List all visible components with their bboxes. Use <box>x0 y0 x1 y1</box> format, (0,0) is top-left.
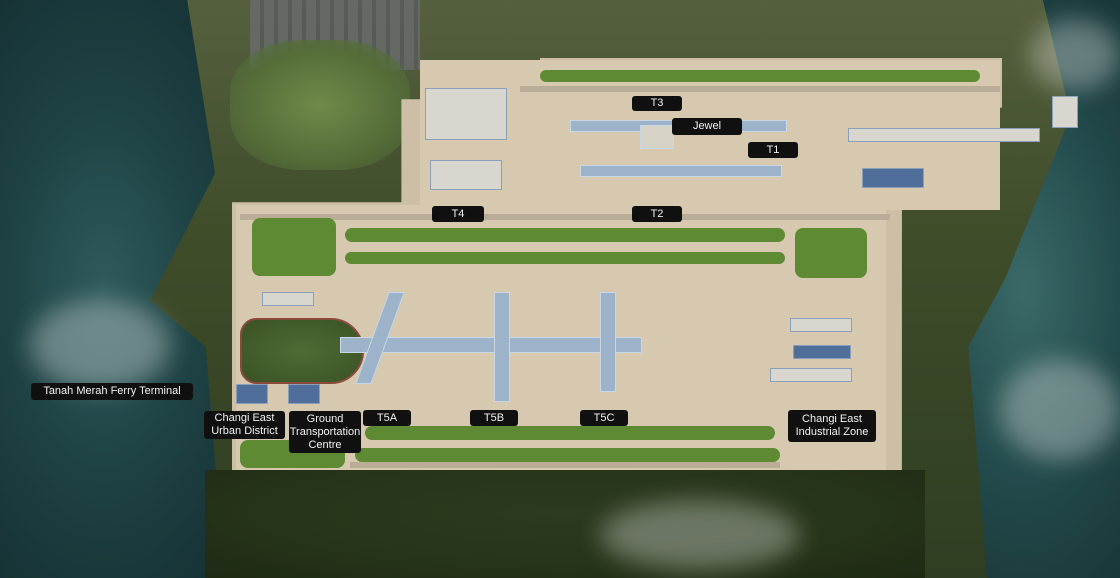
label-t5c: T5C <box>580 410 628 426</box>
label-ground-transportation-centre: Ground Transportation Centre <box>289 411 361 453</box>
terminal-4-building <box>430 160 502 190</box>
runway-south <box>350 462 780 468</box>
cloud <box>30 300 170 390</box>
t5c-pier <box>600 292 616 392</box>
t5-spine <box>340 337 642 353</box>
east-building <box>1052 96 1078 128</box>
cloud <box>600 500 800 570</box>
industrial-building <box>770 368 852 382</box>
east-maintenance-buildings <box>848 128 1040 142</box>
industrial-building <box>793 345 851 359</box>
label-t5a: T5A <box>363 410 411 426</box>
golf-course <box>230 40 410 170</box>
east-hangar <box>862 168 924 188</box>
forest-area <box>205 470 925 578</box>
building <box>262 292 314 306</box>
grass-strip <box>345 228 785 242</box>
industrial-building <box>790 318 852 332</box>
grass-strip <box>355 448 780 462</box>
grass-field-west <box>252 218 336 276</box>
label-t2: T2 <box>632 206 682 222</box>
terminal-2-pier <box>580 165 782 177</box>
label-changi-east-urban-district: Changi East Urban District <box>204 411 285 439</box>
label-t4: T4 <box>432 206 484 222</box>
label-changi-east-industrial-zone: Changi East Industrial Zone <box>788 410 876 442</box>
t5b-pier <box>494 292 510 402</box>
grass-strip <box>345 252 785 264</box>
cloud <box>1030 20 1120 90</box>
runway-north <box>520 86 1000 92</box>
jewel-building <box>640 125 674 149</box>
building <box>288 384 320 404</box>
building <box>236 384 268 404</box>
north-buildings <box>425 88 507 140</box>
label-t1: T1 <box>748 142 798 158</box>
grass-strip <box>365 426 775 440</box>
label-t3: T3 <box>632 96 682 111</box>
grass-field-east <box>795 228 867 278</box>
label-tanah-merah-ferry-terminal: Tanah Merah Ferry Terminal <box>31 383 193 400</box>
runway-middle <box>240 214 890 220</box>
grass-strip <box>540 70 980 82</box>
label-jewel: Jewel <box>672 118 742 135</box>
label-t5b: T5B <box>470 410 518 426</box>
cloud <box>1000 360 1120 460</box>
